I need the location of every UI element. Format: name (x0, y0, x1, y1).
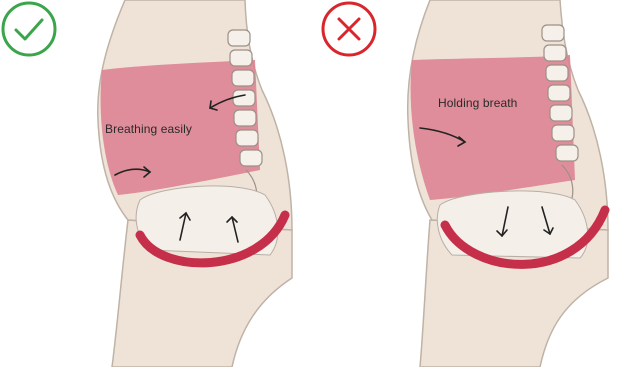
caption-breathing-easily: Breathing easily (105, 122, 192, 136)
panel-holding-breath: Holding breath (320, 0, 620, 367)
check-circle-icon (0, 0, 58, 58)
caption-holding-breath: Holding breath (438, 96, 517, 110)
panel-breathing-easily: Breathing easily (0, 0, 300, 367)
x-circle-icon (320, 0, 378, 58)
